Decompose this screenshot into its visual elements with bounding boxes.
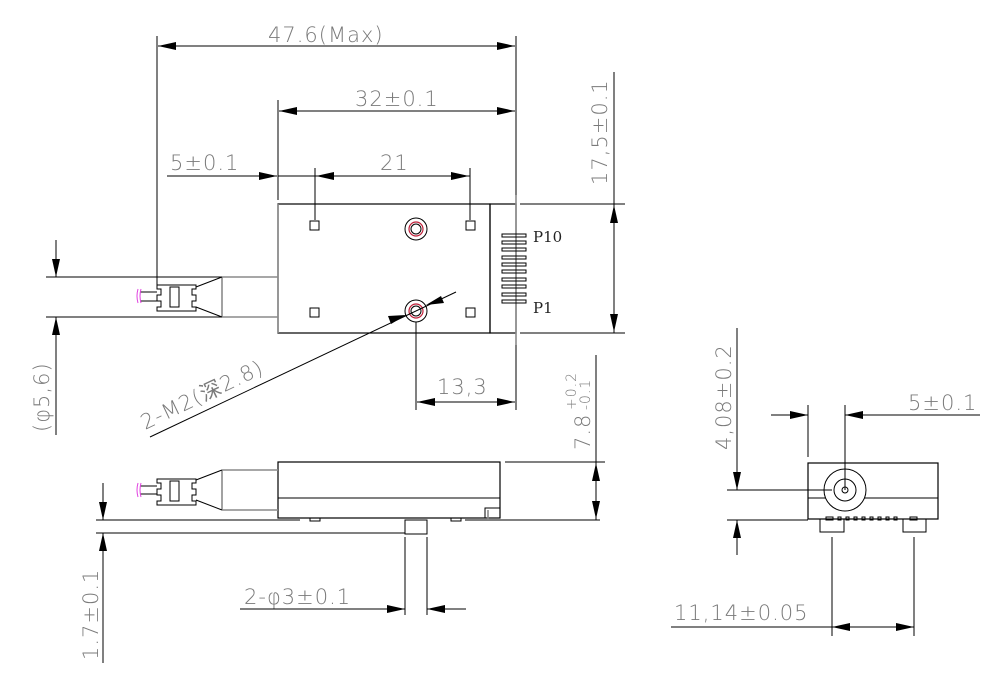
- dim-body-width: 17,5±0.1: [588, 79, 612, 185]
- mount-hole-icon: [404, 217, 428, 241]
- pin-label-p1: P1: [533, 299, 553, 317]
- connector-housing: [489, 203, 517, 334]
- fiber-connector-side: [136, 469, 278, 511]
- dim-body-length: 32±0.1: [355, 87, 439, 111]
- dim-fiber-offset: 5±0.1: [170, 151, 239, 175]
- dim-pad-pitch: 21: [380, 151, 409, 175]
- side-view: 7.8 +0.2 -0.1 1.7±0.1 2-φ3±0.1: [79, 355, 605, 663]
- pad-square: [309, 220, 320, 231]
- pad-square: [465, 220, 476, 231]
- module-body-end: [807, 462, 939, 520]
- dim-fiber-diameter: (φ5,6): [30, 362, 54, 432]
- dim-overall-length: 47.6(Max): [268, 23, 384, 47]
- dim-leg-pitch: 11,14±0.05: [674, 601, 808, 625]
- dim-height: 7.8: [571, 414, 595, 450]
- top-view: 47.6(Max) 32±0.1 5±0.1 21: [30, 23, 625, 438]
- dim-standoff: 1.7±0.1: [79, 569, 103, 660]
- module-body-side: [277, 461, 501, 519]
- dim-fiber-center-offset: 5±0.1: [908, 391, 977, 415]
- dim-height-tol-plus: +0.2: [564, 372, 580, 410]
- fiber-connector: [136, 276, 278, 318]
- note-mount-holes: 2-M2(深2.8): [137, 356, 268, 435]
- dim-hole-offset: 13,3: [437, 375, 488, 399]
- end-view: 5±0.1 4,08±0.2 11,14±0.05: [671, 328, 980, 636]
- dim-fiber-center-height: 4,08±0.2: [712, 344, 736, 450]
- pin-label-p10: P10: [533, 228, 562, 246]
- dim-pin-diameter: 2-φ3±0.1: [244, 585, 351, 609]
- pad-square: [309, 307, 320, 318]
- dim-height-tol-minus: -0.1: [578, 379, 594, 410]
- pad-square: [465, 307, 476, 318]
- connector-pins: [501, 233, 527, 304]
- end-view-pins: [825, 516, 918, 521]
- locating-pin: [404, 519, 428, 535]
